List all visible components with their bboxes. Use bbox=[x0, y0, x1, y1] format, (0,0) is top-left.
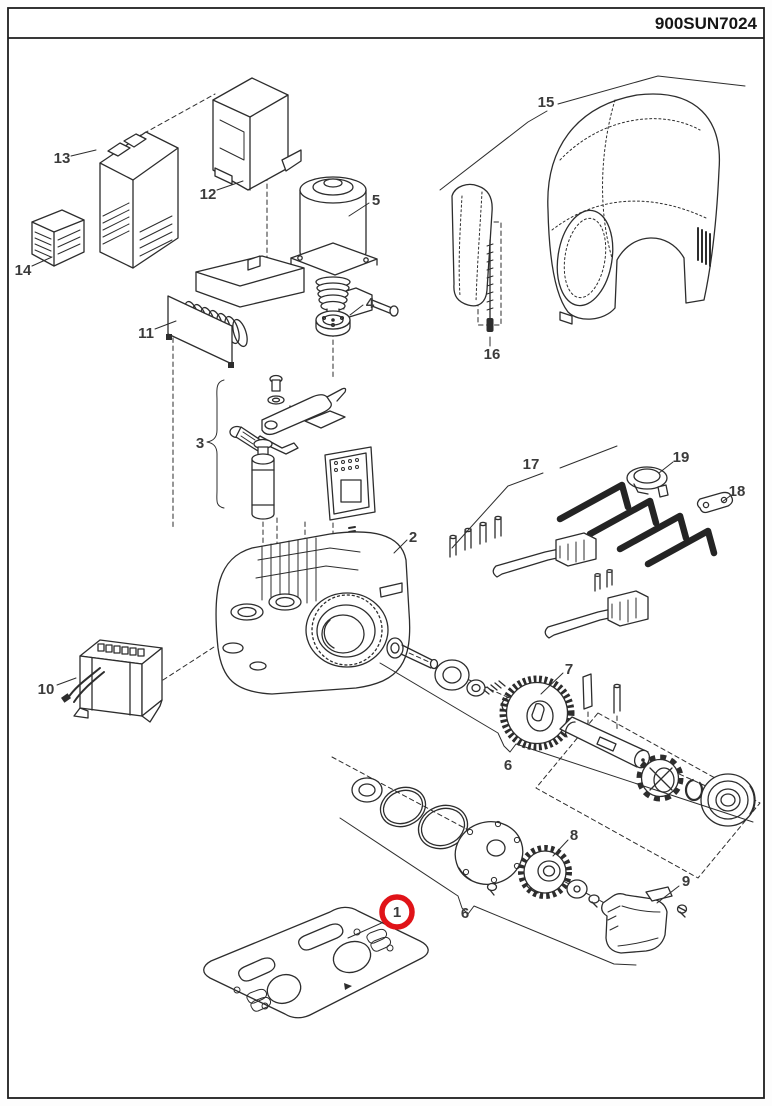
part-label-19: 19 bbox=[673, 449, 690, 466]
part-18-link-plate bbox=[696, 491, 734, 514]
part-15-cover bbox=[439, 75, 746, 325]
part-5-motor bbox=[290, 176, 378, 323]
part-label-5: 5 bbox=[372, 192, 380, 209]
part-labels: 13 12 14 11 5 4 15 16 3 2 17 19 18 10 7 … bbox=[15, 94, 746, 922]
part-label-6-upper: 6 bbox=[504, 757, 512, 774]
highlighted-callout-1: 1 bbox=[379, 894, 415, 930]
callout-leader-lines bbox=[31, 149, 564, 695]
part-label-12: 12 bbox=[200, 186, 217, 203]
part-10-transformer bbox=[61, 639, 163, 723]
part-label-15: 15 bbox=[538, 94, 555, 111]
part-12-bracket bbox=[212, 77, 302, 191]
part-6-gear-shaft-assembly bbox=[379, 637, 756, 827]
part-label-10: 10 bbox=[38, 681, 55, 698]
part-label-13: 13 bbox=[54, 150, 71, 167]
part-3-release-lock-kit bbox=[206, 374, 376, 545]
part-label-17: 17 bbox=[523, 456, 540, 473]
part-17-hardware-kit bbox=[449, 445, 718, 639]
part-label-8: 8 bbox=[570, 827, 578, 844]
part-label-9: 9 bbox=[682, 873, 690, 890]
part-11-bracket-coil bbox=[166, 255, 399, 368]
part-2-housing bbox=[215, 531, 411, 695]
part-label-7: 7 bbox=[565, 661, 573, 678]
part-13-control-board bbox=[99, 131, 179, 269]
part-4-bearing bbox=[315, 310, 351, 337]
part-label-16: 16 bbox=[484, 346, 501, 363]
part-label-11: 11 bbox=[138, 325, 154, 342]
part-16-threaded-rod bbox=[486, 239, 494, 347]
part-label-18: 18 bbox=[729, 483, 746, 500]
part-9-pinion-cover bbox=[601, 885, 688, 954]
part-label-3: 3 bbox=[196, 435, 204, 452]
part-8-pinion-gear bbox=[518, 839, 600, 908]
part-label-14: 14 bbox=[15, 262, 32, 279]
part-label-6-lower: 6 bbox=[461, 905, 469, 922]
part-label-4: 4 bbox=[366, 295, 375, 312]
part-label-2: 2 bbox=[409, 529, 417, 546]
part-6-seal-plate-group bbox=[339, 777, 637, 966]
part-19-cap bbox=[626, 461, 674, 498]
part-14-terminal-block bbox=[31, 209, 85, 267]
red-highlight-circle bbox=[379, 894, 415, 930]
part-label-1: 1 bbox=[393, 904, 401, 921]
document-code: 900SUN7024 bbox=[655, 14, 758, 33]
part-1-base-plate bbox=[203, 906, 429, 1019]
